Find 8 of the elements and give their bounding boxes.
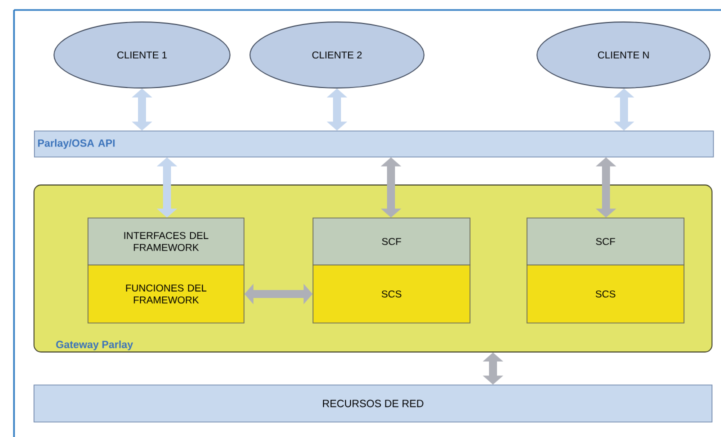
layer-box: INTERFACES DEL FRAMEWORK (88, 218, 244, 266)
api-bar: Parlay/OSA API (34, 130, 714, 158)
layer-box: SCS (526, 264, 684, 324)
layer-box: SCF (526, 218, 684, 266)
layer-box: SCF (312, 218, 470, 266)
layer-box: SCS (312, 264, 470, 324)
resources-bar: RECURSOS DE RED (34, 384, 712, 422)
layer-box: FUNCIONES DEL FRAMEWORK (88, 264, 244, 324)
